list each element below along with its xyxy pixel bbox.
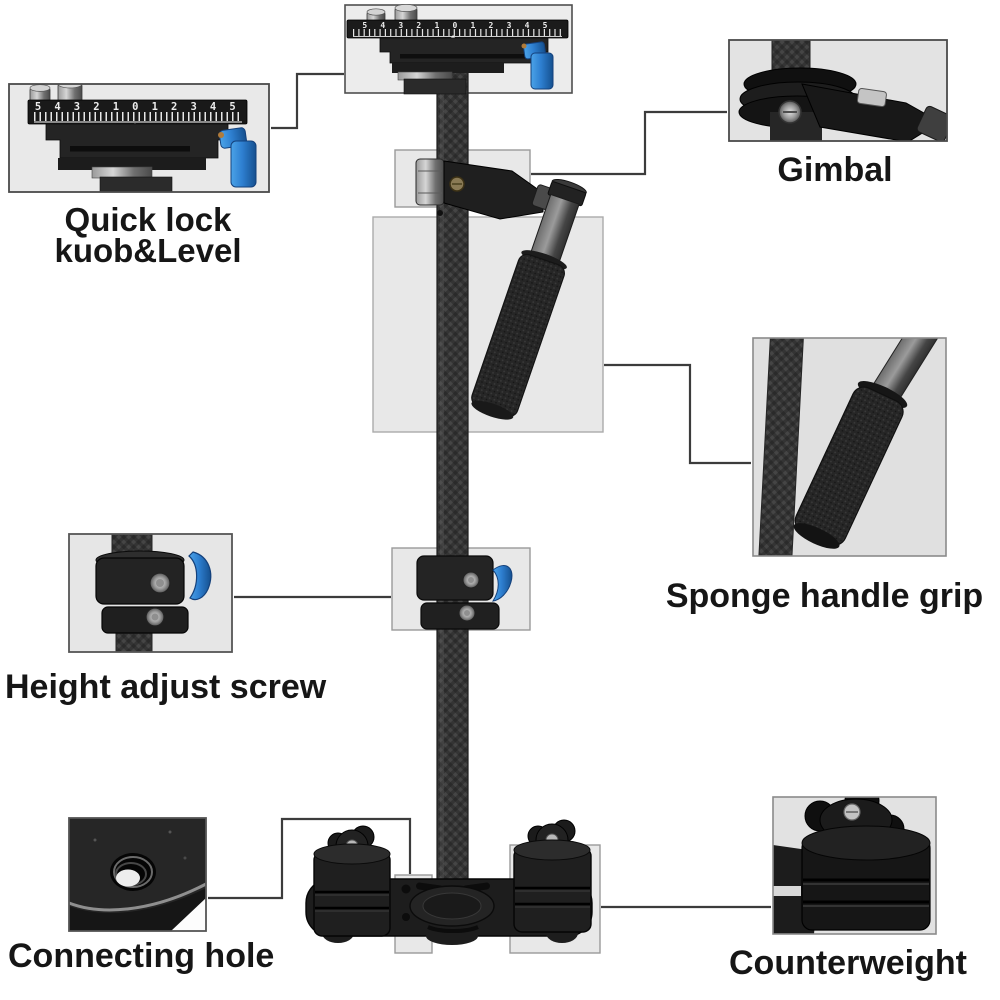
inset-sponge-grip [752, 337, 947, 557]
label-quick-lock-line2: kuob&Level [54, 232, 242, 269]
height-inset-blue-lever [188, 551, 212, 601]
base-assembly [305, 819, 593, 945]
callout-line-gimbal [531, 110, 727, 176]
label-gimbal: Gimbal [777, 151, 893, 189]
inset-border-quick-lock [8, 83, 270, 193]
inset-border-gimbal [728, 39, 948, 142]
label-quick-lock-line1: Quick lock [64, 201, 232, 238]
inset-border-height [68, 533, 233, 653]
stabilizer-product [305, 4, 593, 945]
label-connecting-hole: Connecting hole [8, 937, 275, 975]
callout-boxes [344, 4, 604, 954]
label-quick-lock: Quick lock kuob&Level [17, 201, 279, 269]
label-counterweight: Counterweight [729, 944, 967, 982]
sponge-grip-foam [793, 381, 908, 549]
label-sponge-handle: Sponge handle grip [665, 577, 984, 615]
inset-counterweight [772, 796, 937, 935]
clamp-blue-lever [491, 565, 513, 602]
inset-plate-scale-numbers: 5 4 3 2 1 0 1 2 3 4 5 [34, 101, 240, 113]
callout-line-sponge [604, 363, 751, 465]
inset-quick-lock [8, 83, 270, 193]
counterweight-right [513, 819, 592, 933]
handle-assembly [471, 179, 587, 420]
inset-border-connecting [68, 817, 207, 932]
inset-height-adjust [68, 533, 233, 653]
inset-gimbal [728, 39, 948, 142]
top-mounting-plate [346, 4, 569, 95]
stabilizer-pole [436, 69, 469, 906]
callout-line-quick-lock [271, 72, 344, 130]
main-plate-scale-numbers: 5 4 3 2 1 0 1 2 3 4 5 [362, 21, 552, 30]
label-height-adjust: Height adjust screw [5, 668, 327, 706]
inset-connecting-hole [68, 817, 207, 932]
callout-box-handle [372, 216, 604, 433]
counterweight-left [313, 825, 391, 937]
plate-quick-release-lever [521, 41, 554, 90]
height-adjust-clamp [416, 555, 513, 630]
callout-line-connecting [208, 817, 412, 900]
inset-border-sponge [752, 337, 947, 557]
callout-lines [208, 72, 771, 909]
inset-border-counterweight [772, 796, 937, 935]
